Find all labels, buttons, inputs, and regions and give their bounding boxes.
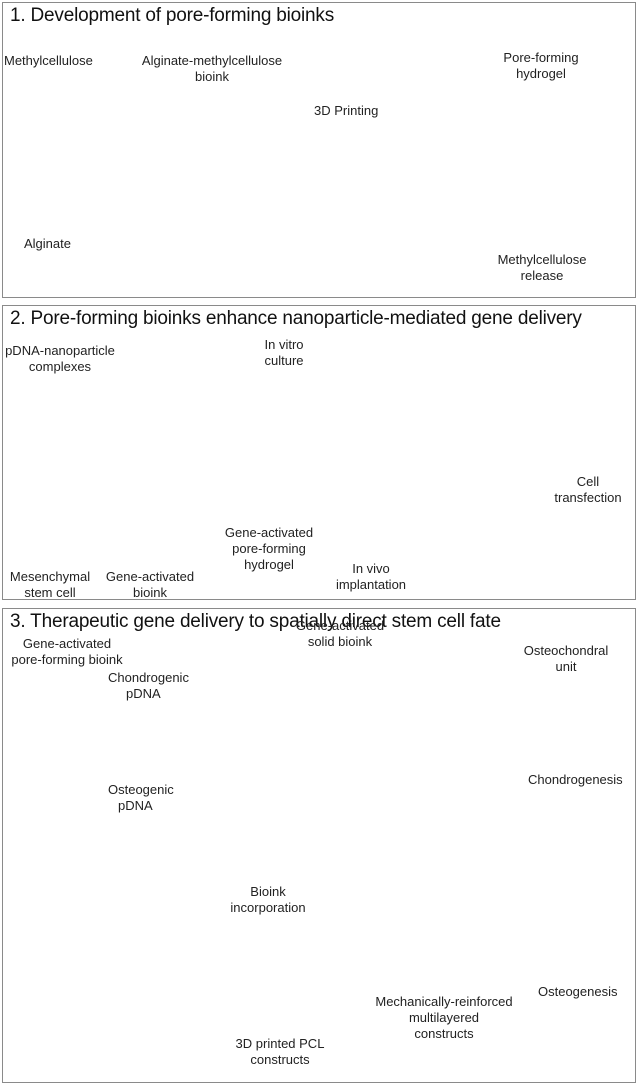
label-complexes-2: complexes	[28, 359, 92, 374]
panel-1-title: 1. Development of pore-forming bioinks	[10, 5, 335, 26]
label-bioink-1: Alginate-methylcellulose	[141, 53, 283, 68]
panel-2-title: 2. Pore-forming bioinks enhance nanopart…	[10, 308, 582, 329]
label-pcl-1: 3D printed PCL	[235, 1036, 325, 1051]
label-gah-2: pore-forming	[232, 541, 306, 556]
label-gah-1: Gene-activated	[224, 525, 314, 540]
label-incorporation-2: incorporation	[230, 900, 306, 915]
label-osteochondral-2: unit	[555, 659, 577, 674]
label-osteo-pdna-2: pDNA	[118, 798, 153, 813]
panel-2: 2. Pore-forming bioinks enhance nanopart…	[2, 305, 636, 600]
label-invivo-1: In vivo	[352, 561, 390, 576]
label-chondro-pdna-2: pDNA	[126, 686, 161, 701]
label-invitro-2: culture	[264, 353, 304, 368]
label-release-1: Methylcellulose	[497, 252, 587, 267]
label-methylcellulose: Methylcellulose	[4, 53, 93, 68]
label-gab-2: bioink	[133, 585, 167, 600]
label-3d-printing: 3D Printing	[314, 103, 379, 118]
label-gasb-1: Gene-activated	[295, 618, 385, 633]
label-osteogenesis: Osteogenesis	[538, 984, 618, 999]
label-transfection-2: transfection	[554, 490, 622, 505]
label-reinforced-3: constructs	[414, 1026, 474, 1041]
label-reinforced-1: Mechanically-reinforced	[375, 994, 513, 1009]
label-osteochondral-1: Osteochondral	[523, 643, 609, 658]
label-gah-3: hydrogel	[244, 557, 294, 572]
label-transfection-1: Cell	[576, 474, 600, 489]
label-invivo-2: implantation	[335, 577, 407, 592]
label-incorporation-1: Bioink	[250, 884, 286, 899]
label-invitro-1: In vitro	[264, 337, 304, 352]
panel-3: 3. Therapeutic gene delivery to spatiall…	[2, 608, 636, 1083]
panel-1: 1. Development of pore-forming bioinks	[2, 2, 636, 298]
label-release-2: release	[520, 268, 564, 283]
label-reinforced-2: multilayered	[408, 1010, 480, 1025]
label-gasb-2: solid bioink	[307, 634, 373, 649]
label-msc-1: Mesenchymal	[9, 569, 91, 584]
label-gapb-1: Gene-activated	[22, 636, 112, 651]
label-hydrogel-2: hydrogel	[516, 66, 566, 81]
label-bioink-2: bioink	[195, 69, 229, 84]
label-pcl-2: constructs	[250, 1052, 310, 1067]
label-chondrogenesis: Chondrogenesis	[528, 772, 623, 787]
panel-3-title: 3. Therapeutic gene delivery to spatiall…	[10, 611, 501, 632]
label-gapb-2: pore-forming bioink	[11, 652, 123, 667]
label-complexes-1: pDNA-nanoparticle	[5, 343, 115, 358]
label-msc-2: stem cell	[24, 585, 76, 600]
label-chondro-pdna-1: Chondrogenic	[108, 670, 189, 685]
label-hydrogel-1: Pore-forming	[503, 50, 579, 65]
label-alginate: Alginate	[24, 236, 71, 251]
label-osteo-pdna-1: Osteogenic	[108, 782, 174, 797]
label-gab-1: Gene-activated	[105, 569, 195, 584]
